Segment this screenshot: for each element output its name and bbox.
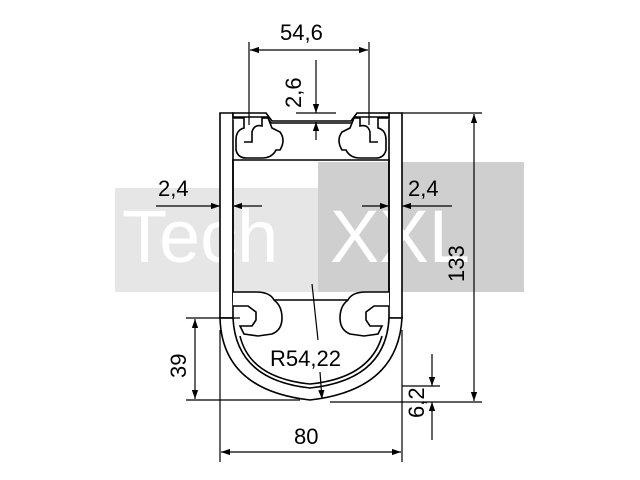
label-slot-width: 54,6	[280, 20, 323, 45]
profile-curved-base-inner	[239, 335, 383, 385]
dim-radius-leader-bottom	[318, 371, 325, 400]
label-lower-height: 39	[166, 354, 191, 378]
label-right-wall: 2,4	[408, 176, 439, 201]
label-total-width: 80	[294, 424, 318, 449]
dimension-lines	[156, 42, 482, 462]
label-bulge: 6,2	[404, 387, 429, 418]
label-left-wall: 2,4	[158, 176, 189, 201]
dim-radius-leader-top	[311, 283, 319, 341]
slot-bottom-left	[233, 291, 283, 337]
watermark-box-dark	[318, 162, 524, 292]
label-radius: R54,22	[270, 346, 341, 371]
profile-curved-base	[219, 317, 403, 401]
label-top-wall: 2,6	[281, 77, 306, 108]
profile-left-wall	[219, 112, 234, 319]
slot-bottom-right	[339, 291, 389, 337]
profile-right-wall	[388, 112, 403, 319]
watermark-word-left: Tech	[122, 195, 278, 278]
slot-top-right	[338, 117, 389, 159]
profile-top-wall	[232, 112, 390, 124]
slot-top-left	[233, 117, 284, 159]
label-total-height: 133	[444, 245, 469, 282]
